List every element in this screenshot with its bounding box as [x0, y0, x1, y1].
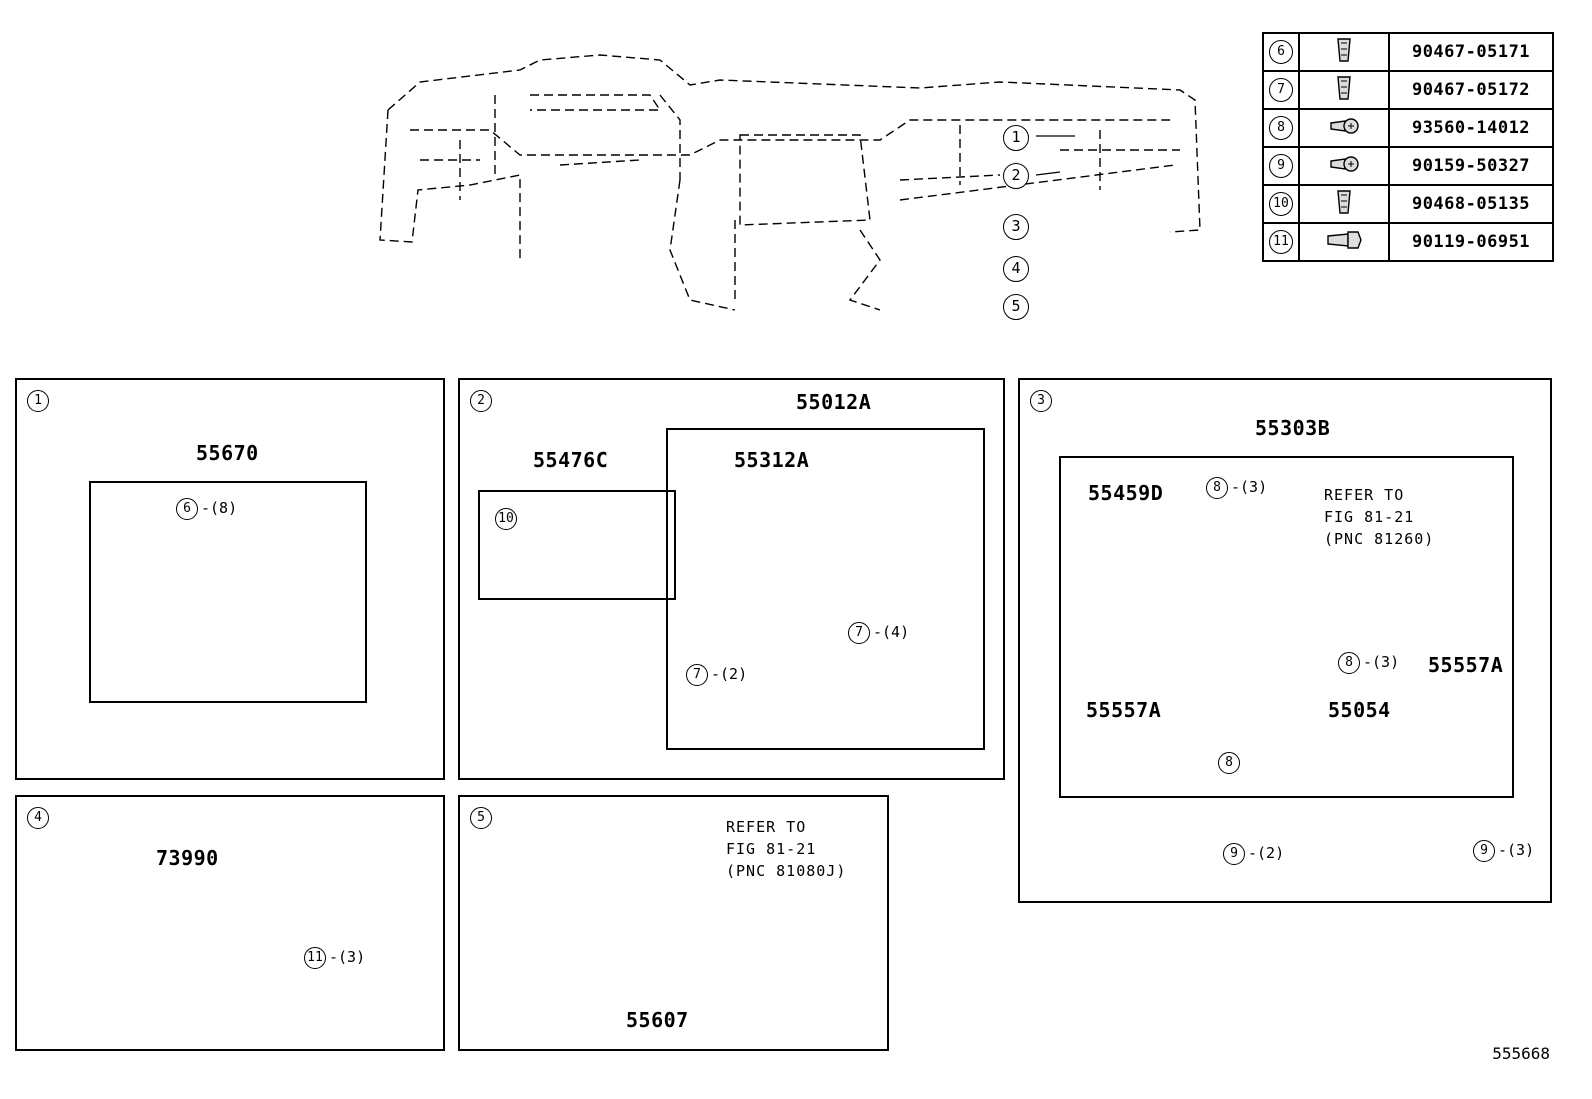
fastener-7-qty-b: -(2): [711, 665, 748, 683]
clip-icon: [1329, 76, 1359, 107]
instrument-panel-drawing: [379, 54, 1201, 311]
fastener-6-qty: -(8): [201, 499, 238, 517]
panel-5: 5: [458, 795, 889, 1051]
part-number-55476c[interactable]: 55476C: [533, 448, 609, 472]
hardware-ref-callout: 8: [1269, 116, 1293, 140]
hardware-part-number[interactable]: 90119-06951: [1388, 222, 1554, 262]
fastener-8-callout-c: 8: [1218, 752, 1240, 774]
clip-icon: [1329, 190, 1359, 221]
fastener-7-callout-b: 7: [686, 664, 708, 686]
callout-3: 3: [1003, 214, 1029, 240]
hardware-ref-callout: 6: [1269, 40, 1293, 64]
hardware-row: 9 90159-50327: [1262, 146, 1554, 186]
part-number-55303b[interactable]: 55303B: [1255, 416, 1331, 440]
panel-1: 1: [15, 378, 445, 780]
panel-4: 4: [15, 795, 445, 1051]
hardware-ref-callout: 7: [1269, 78, 1293, 102]
refer-to-fig-81080j[interactable]: REFER TO FIG 81-21 (PNC 81080J): [726, 818, 847, 880]
fastener-9-qty-b: -(3): [1498, 841, 1535, 859]
fastener-11-callout: 11: [304, 947, 326, 969]
part-number-55670[interactable]: 55670: [196, 441, 259, 465]
panel-2: 2: [458, 378, 1005, 780]
hardware-part-number[interactable]: 90467-05172: [1388, 70, 1554, 110]
panel-1-label: 1: [27, 390, 49, 412]
part-number-55557a-right[interactable]: 55557A: [1428, 653, 1504, 677]
hardware-part-number[interactable]: 90468-05135: [1388, 184, 1554, 224]
hardware-row: 8 93560-14012: [1262, 108, 1554, 148]
fastener-9-callout-b: 9: [1473, 840, 1495, 862]
fastener-10-callout: 10: [495, 508, 517, 530]
hardware-row: 11 90119-06951: [1262, 222, 1554, 262]
callout-4: 4: [1003, 256, 1029, 282]
part-number-73990[interactable]: 73990: [156, 846, 219, 870]
part-number-55312a[interactable]: 55312A: [734, 448, 810, 472]
fastener-9-callout-a: 9: [1223, 843, 1245, 865]
callout-2: 2: [1003, 163, 1029, 189]
panel-1-inner-box: [89, 481, 367, 703]
fastener-7-qty-a: -(4): [873, 623, 910, 641]
hardware-part-number[interactable]: 90467-05171: [1388, 32, 1554, 72]
fastener-8-qty-b: -(3): [1363, 653, 1400, 671]
hardware-part-number[interactable]: 93560-14012: [1388, 108, 1554, 148]
panel-3-label: 3: [1030, 390, 1052, 412]
figure-number: 555668: [1492, 1044, 1550, 1063]
panel-2-inner-box-right: [666, 428, 985, 750]
screw-icon: [1327, 156, 1361, 183]
screw-icon: [1327, 118, 1361, 145]
hardware-table: 6 90467-05171 7 90467-05172 8 93560-14012 9 901…: [1262, 32, 1554, 262]
fastener-7-callout-a: 7: [848, 622, 870, 644]
hardware-ref-callout: 10: [1269, 192, 1293, 216]
part-number-55054[interactable]: 55054: [1328, 698, 1391, 722]
panel-4-label: 4: [27, 807, 49, 829]
fastener-6-callout: 6: [176, 498, 198, 520]
callout-1: 1: [1003, 125, 1029, 151]
fastener-9-qty-a: -(2): [1248, 844, 1285, 862]
hardware-row: 6 90467-05171: [1262, 32, 1554, 72]
fastener-8-callout-a: 8: [1206, 477, 1228, 499]
hardware-row: 10 90468-05135: [1262, 184, 1554, 224]
part-number-55012a[interactable]: 55012A: [796, 390, 872, 414]
part-number-55607[interactable]: 55607: [626, 1008, 689, 1032]
clip-icon: [1329, 38, 1359, 69]
fastener-11-qty: -(3): [329, 948, 366, 966]
fastener-8-qty-a: -(3): [1231, 478, 1268, 496]
panel-2-inner-box-left: [478, 490, 676, 600]
hardware-ref-callout: 11: [1269, 230, 1293, 254]
refer-to-fig-81260[interactable]: REFER TO FIG 81-21 (PNC 81260): [1324, 486, 1435, 548]
panel-3-inner-box: [1059, 456, 1514, 798]
hardware-row: 7 90467-05172: [1262, 70, 1554, 110]
panel-5-label: 5: [470, 807, 492, 829]
part-number-55459d[interactable]: 55459D: [1088, 481, 1164, 505]
bolt-icon: [1324, 231, 1364, 259]
callout-5: 5: [1003, 294, 1029, 320]
panel-3: 3: [1018, 378, 1552, 903]
fastener-8-callout-b: 8: [1338, 652, 1360, 674]
hardware-ref-callout: 9: [1269, 154, 1293, 178]
part-number-55557a-left[interactable]: 55557A: [1086, 698, 1162, 722]
panel-2-label: 2: [470, 390, 492, 412]
hardware-part-number[interactable]: 90159-50327: [1388, 146, 1554, 186]
